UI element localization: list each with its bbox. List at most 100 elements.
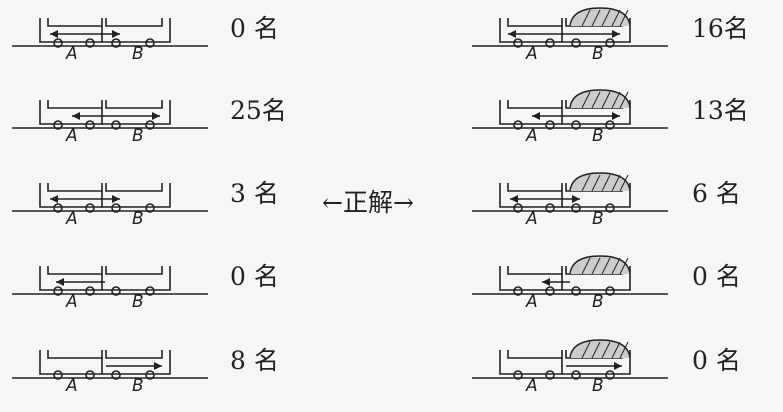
- cargo-load: [569, 7, 631, 27]
- wheel-3: [111, 120, 121, 130]
- left-count-5: 8 名: [230, 346, 279, 375]
- cargo-hatch-4: [611, 91, 621, 109]
- left-train-diagram-3: [12, 183, 208, 213]
- cart-b: [101, 100, 171, 125]
- wheel-1: [53, 120, 63, 130]
- wheel-2: [545, 120, 555, 130]
- label-b: B: [592, 44, 604, 64]
- wheel-3: [111, 203, 121, 213]
- right-count-5: 0 名: [692, 346, 741, 375]
- wheel-1: [513, 286, 523, 296]
- wheel-1: [53, 370, 63, 380]
- arrowhead-right: [612, 30, 620, 38]
- cargo-hatch-4: [611, 257, 621, 275]
- wheel-4: [605, 370, 615, 380]
- label-b: B: [592, 209, 604, 229]
- right-train-diagram-4: [472, 255, 668, 296]
- label-b: B: [592, 376, 604, 396]
- cart-a: [39, 266, 103, 291]
- cargo-hatch-4: [611, 174, 621, 192]
- cargo-load: [569, 89, 631, 109]
- cargo-hatch-2: [591, 341, 601, 359]
- arrowhead-right: [154, 362, 162, 370]
- cart-a: [39, 183, 103, 208]
- cargo-hatch-3: [601, 91, 611, 109]
- label-b: B: [132, 126, 144, 146]
- wheel-2: [85, 203, 95, 213]
- wheel-2: [545, 370, 555, 380]
- left-train-diagram-5: [12, 350, 208, 380]
- right-train-diagram-2: [472, 89, 668, 130]
- wheel-3: [571, 120, 581, 130]
- wheel-2: [85, 120, 95, 130]
- cargo-hatch-5: [619, 341, 629, 359]
- label-a: A: [66, 209, 78, 229]
- wheel-4: [605, 286, 615, 296]
- cargo-hatch-4: [611, 341, 621, 359]
- cart-a: [499, 18, 563, 43]
- right-train-diagram-3: [472, 172, 668, 213]
- cart-b: [101, 183, 171, 208]
- label-b: B: [132, 209, 144, 229]
- left-count-4: 0 名: [230, 262, 279, 291]
- wheel-1: [513, 38, 523, 48]
- label-a: A: [66, 292, 78, 312]
- arrowhead-left: [50, 30, 58, 38]
- wheel-4: [605, 203, 615, 213]
- cargo-hatch-3: [601, 9, 611, 27]
- cargo-hatch-2: [591, 9, 601, 27]
- right-count-4: 0 名: [692, 262, 741, 291]
- label-b: B: [132, 292, 144, 312]
- label-a: A: [526, 376, 538, 396]
- wheel-3: [111, 370, 121, 380]
- arrowhead-left: [56, 278, 64, 286]
- wheel-4: [605, 120, 615, 130]
- arrowhead-left: [508, 30, 516, 38]
- label-a: A: [526, 209, 538, 229]
- correct-answer-label: ←正解→: [322, 188, 414, 217]
- wheel-2: [85, 38, 95, 48]
- label-a: A: [526, 44, 538, 64]
- cargo-hatch-1: [581, 174, 591, 192]
- cargo-hatch-3: [601, 174, 611, 192]
- wheel-4: [145, 203, 155, 213]
- arrowhead-left: [532, 112, 540, 120]
- cart-b: [101, 350, 171, 375]
- wheel-2: [545, 203, 555, 213]
- wheel-4: [145, 370, 155, 380]
- right-count-3: 6 名: [692, 179, 741, 208]
- cart-b: [101, 266, 171, 291]
- wheel-4: [605, 38, 615, 48]
- wheel-3: [571, 38, 581, 48]
- cart-b: [101, 18, 171, 43]
- label-b: B: [132, 376, 144, 396]
- right-train-diagram-5: [472, 339, 668, 380]
- arrowhead-right: [152, 112, 160, 120]
- cart-a: [39, 18, 103, 43]
- label-b: B: [592, 292, 604, 312]
- wheel-3: [571, 203, 581, 213]
- arrowhead-right: [612, 112, 620, 120]
- cargo-hatch-2: [591, 257, 601, 275]
- left-count-1: 0 名: [230, 14, 279, 43]
- wheel-2: [85, 286, 95, 296]
- cart-a: [499, 183, 563, 208]
- cargo-hatch-2: [591, 174, 601, 192]
- cargo-hatch-1: [581, 257, 591, 275]
- cargo-hatch-3: [601, 257, 611, 275]
- left-train-diagram-4: [12, 266, 208, 296]
- arrowhead-right: [614, 362, 622, 370]
- cargo-load: [569, 339, 631, 359]
- cargo-hatch-4: [611, 9, 621, 27]
- arrowhead-left: [72, 112, 80, 120]
- wheel-3: [111, 38, 121, 48]
